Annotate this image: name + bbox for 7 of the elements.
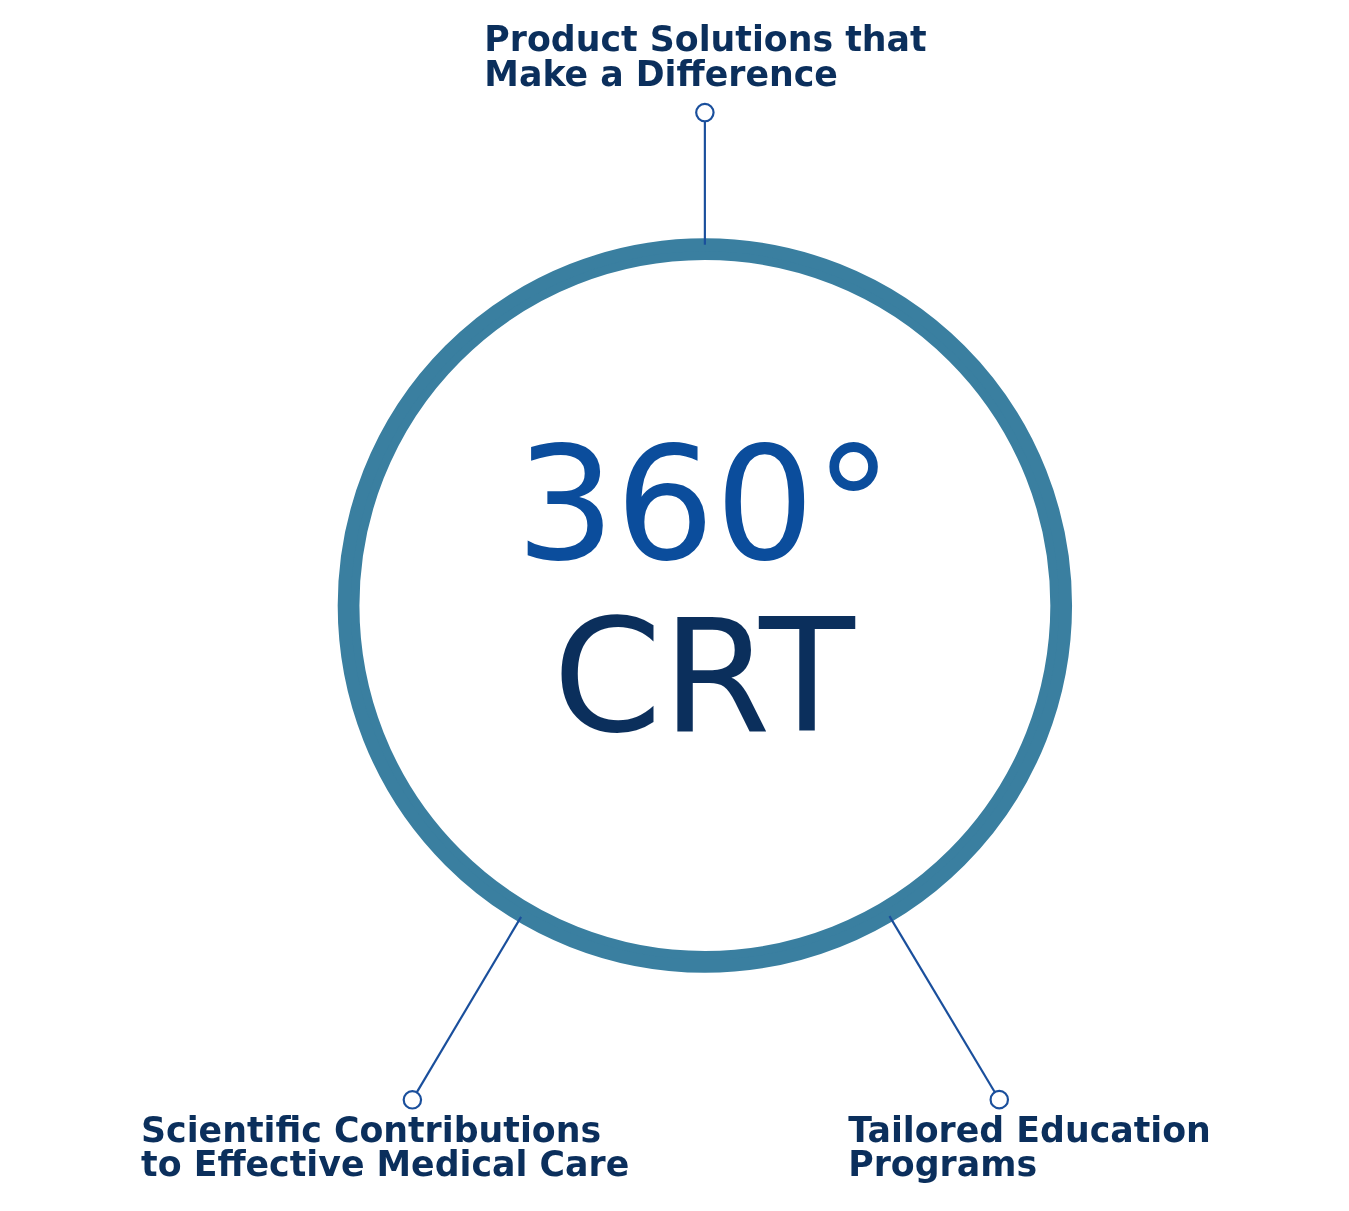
node-circle: 360° CRT [337,238,1072,973]
connector [402,916,522,1110]
node-text: Product Solutions that Make a Difference [483,19,927,94]
connector [888,915,1009,1110]
node-text: Tailored Education Programs [847,1109,1211,1185]
node-text: Scientific Contributions to Effective Medical Care [140,1109,629,1185]
connector [694,102,715,245]
